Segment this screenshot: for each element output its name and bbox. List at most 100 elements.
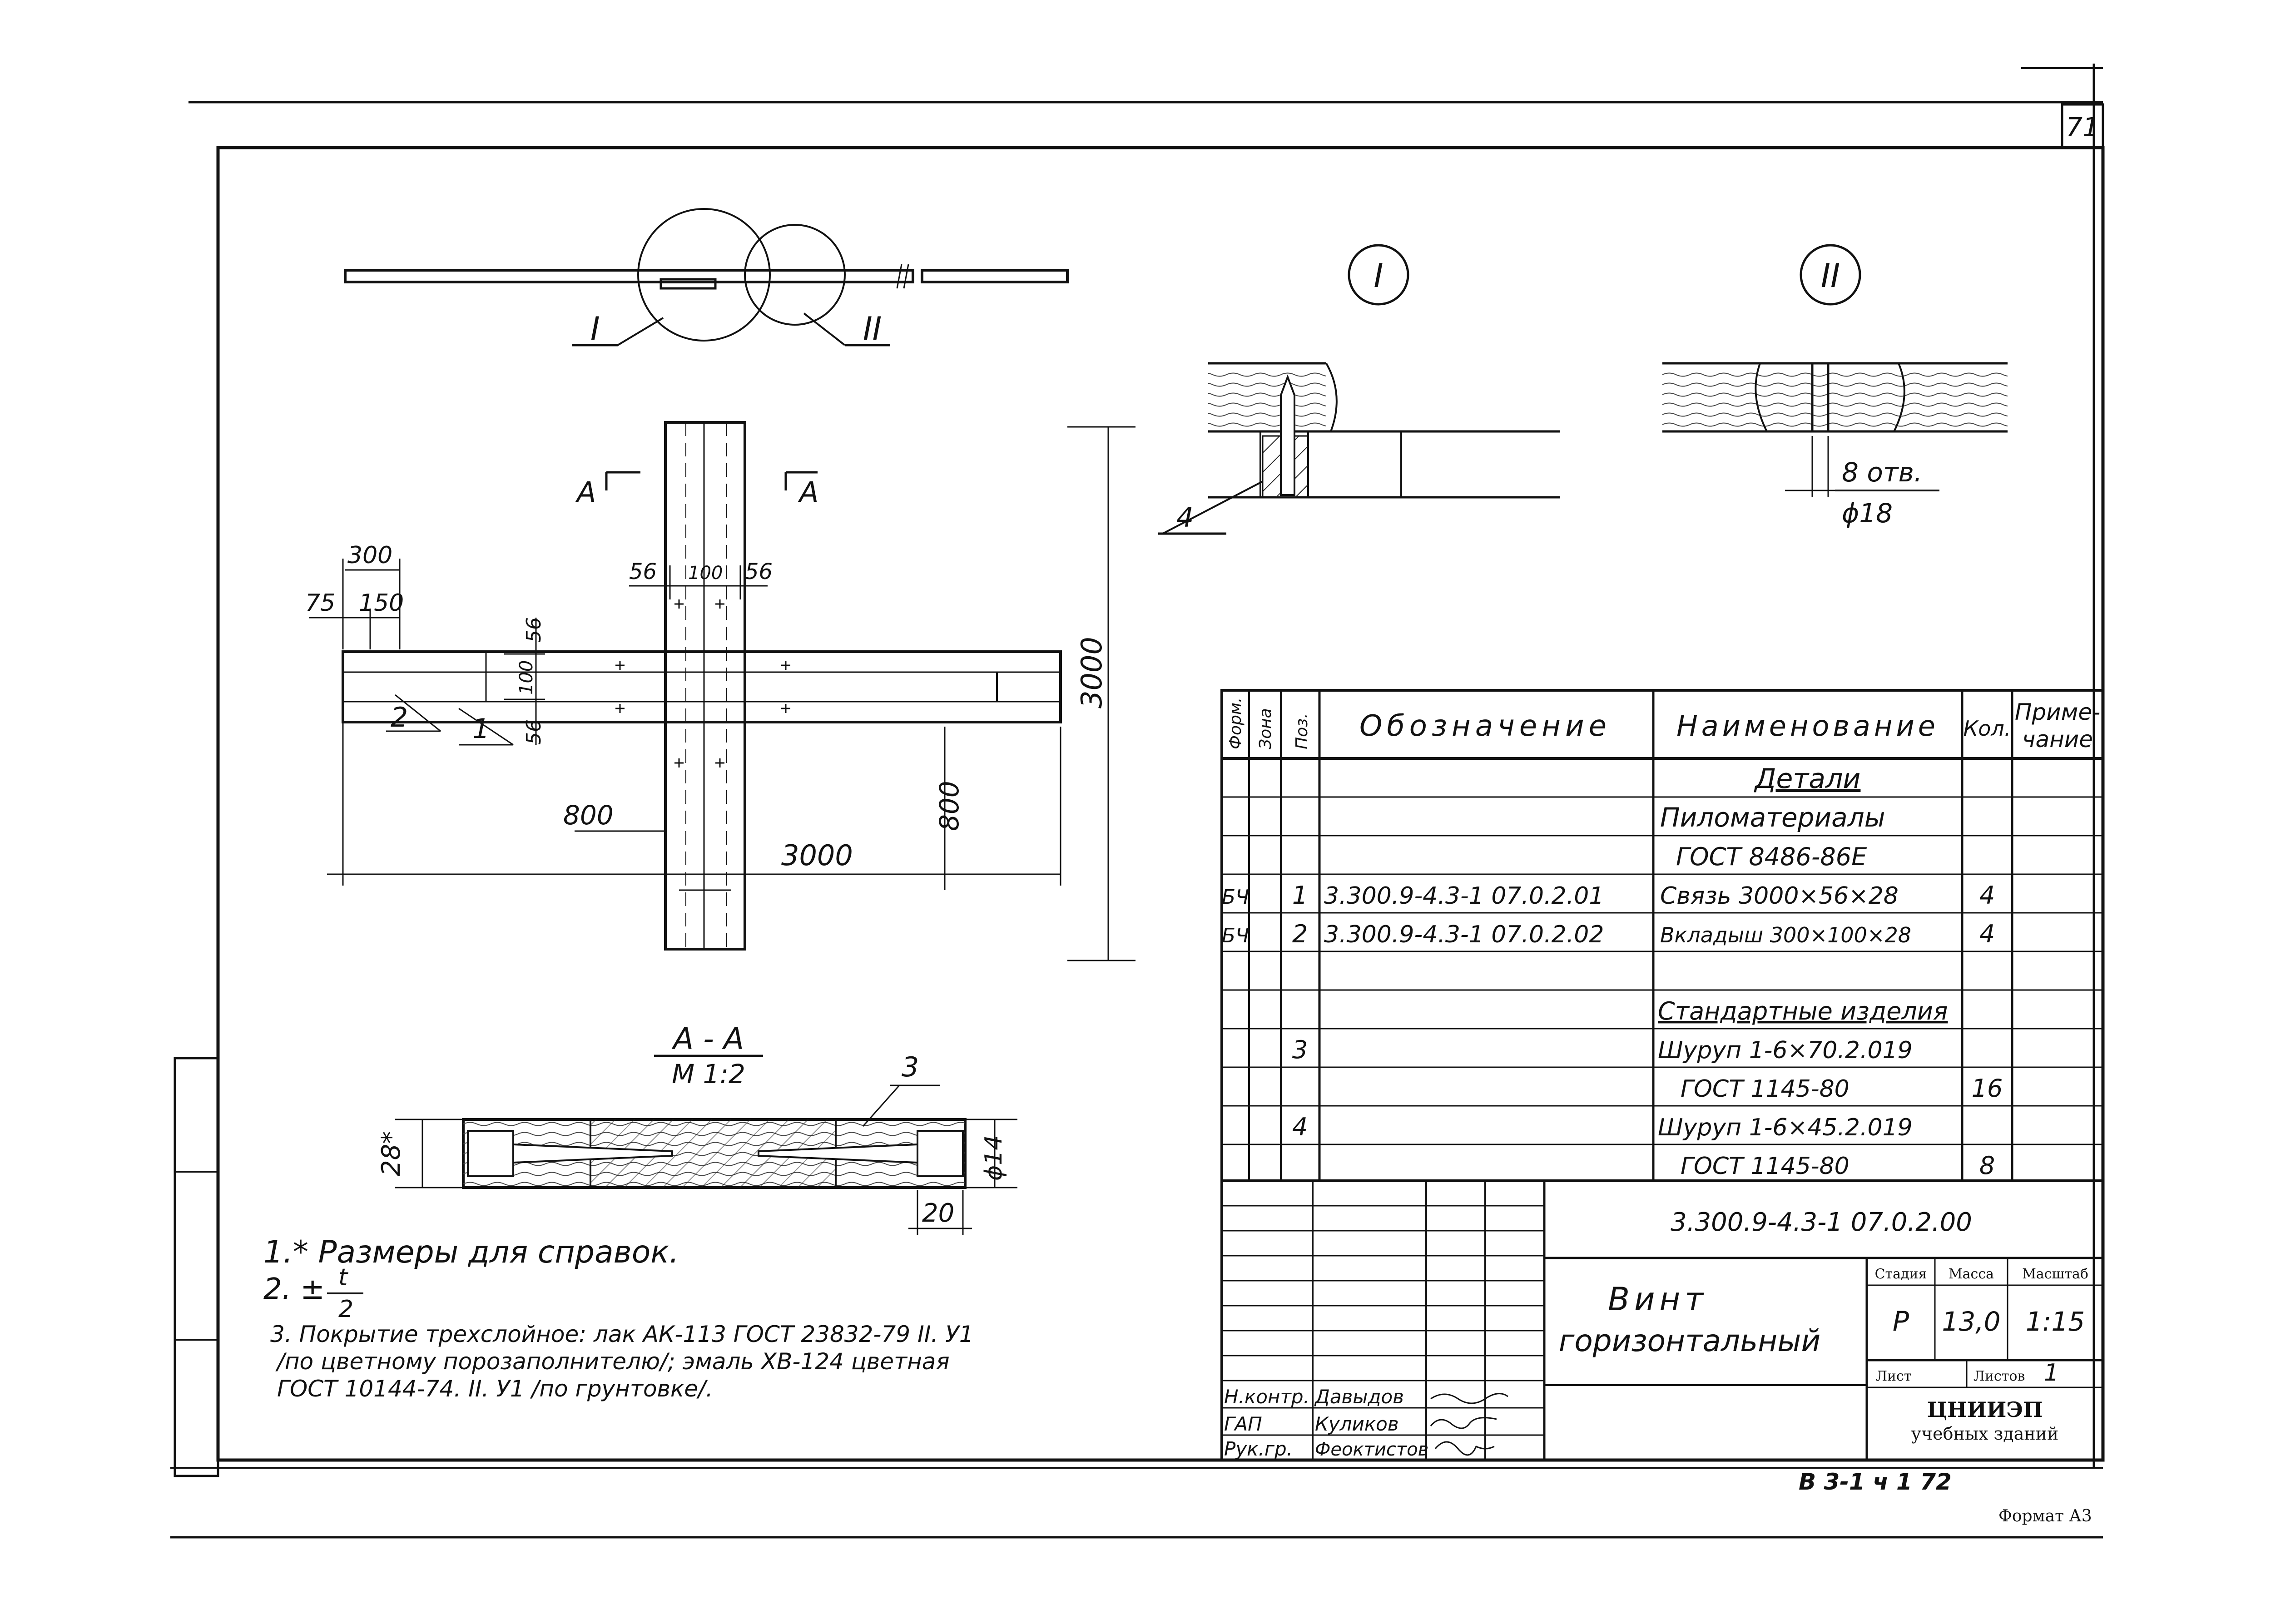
table-row: Детали (1754, 763, 1861, 795)
mass-label: Масса (1949, 1266, 1994, 1282)
row-name: Шуруп 1-6×45.2.019 (1658, 1114, 1913, 1141)
drawing-title-line-2: горизонтальный (1559, 1323, 1821, 1358)
table-row: ГОСТ 1145-80 8 (1681, 1151, 1995, 1180)
hole-count-label: 8 отв. (1842, 457, 1922, 488)
sheet-label: Лист (1876, 1368, 1911, 1384)
plan-view (309, 421, 1136, 961)
organization-line-1: ЦНИИЭП (1927, 1397, 2043, 1422)
pos-4-label: 4 (1176, 502, 1194, 534)
detail-ii (1662, 244, 2008, 497)
note-2-numerator: t (338, 1264, 348, 1291)
row-name: ГОСТ 8486-86Е (1676, 842, 1867, 871)
note-1: 1.* Размеры для справок. (263, 1234, 679, 1270)
row-name: Вкладыш 300×100×28 (1660, 923, 1911, 947)
row-name: Пиломатериалы (1660, 802, 1885, 833)
callout-ii-label: II (863, 310, 882, 347)
signer-role-1: Н.контр. (1224, 1386, 1309, 1408)
row-format: БЧ (1222, 924, 1249, 947)
dim-100-top: 100 (688, 563, 723, 584)
table-row: 4 Шуруп 1-6×45.2.019 (1292, 1113, 1913, 1141)
detail-i (1158, 244, 1560, 535)
dim-3000-horizontal: 3000 (781, 839, 853, 872)
row-pos: 2 (1292, 920, 1308, 948)
header-name: Наименование (1676, 709, 1939, 743)
dim-75: 75 (305, 589, 335, 617)
drawing-title-line-1: Винт (1608, 1281, 1708, 1318)
table-row: 3 Шуруп 1-6×70.2.019 (1292, 1035, 1913, 1064)
header-note-line-1: Приме- (2015, 699, 2100, 725)
row-qty: 16 (1972, 1074, 2003, 1103)
note-3-line-1: 3. Покрытие трехслойное: лак АК-113 ГОСТ… (270, 1321, 974, 1347)
row-qty: 4 (1979, 881, 1995, 910)
row-designation: 3.300.9-4.3-1 07.0.2.01 (1324, 882, 1604, 910)
table-row: ГОСТ 1145-80 16 (1681, 1074, 2003, 1103)
row-designation: 3.300.9-4.3-1 07.0.2.02 (1324, 921, 1604, 948)
dim-14: ϕ14 (980, 1135, 1007, 1181)
document-code: 3.300.9-4.3-1 07.0.2.00 (1671, 1208, 1972, 1237)
row-name: Стандартные изделия (1658, 997, 1948, 1025)
mass-value: 13,0 (1942, 1306, 2000, 1337)
dim-300: 300 (347, 542, 392, 569)
format-label: Формат А3 (1998, 1507, 2092, 1525)
header-qty: Кол. (1964, 716, 2011, 741)
row-name: Шуруп 1-6×70.2.019 (1658, 1037, 1913, 1064)
signer-name-1: Давыдов (1314, 1386, 1404, 1408)
organization-line-2: учебных зданий (1911, 1424, 2059, 1444)
signer-name-2: Куликов (1315, 1413, 1399, 1435)
header-format: Форм. (1226, 698, 1245, 749)
signature-marks (1430, 1393, 1508, 1456)
sheets-value: 1 (2044, 1359, 2059, 1386)
title-block-grid (1220, 1179, 2104, 1461)
top-side-view (344, 208, 1069, 347)
header-note-line-2: чание (2022, 726, 2093, 753)
row-pos: 4 (1292, 1113, 1308, 1141)
pos-2-label: 2 (391, 702, 408, 733)
pos-1-label: 1 (472, 713, 490, 745)
stage-label: Стадия (1875, 1266, 1927, 1282)
section-scale: М 1:2 (672, 1059, 745, 1089)
hole-diameter-label: ϕ18 (1842, 498, 1893, 529)
dim-100-side: 100 (516, 660, 537, 695)
section-mark-left: А (575, 475, 596, 509)
table-row: БЧ 1 3.300.9-4.3-1 07.0.2.01 Связь 3000×… (1222, 881, 1995, 910)
detail-i-title: I (1374, 257, 1383, 295)
dim-3000-vertical: 3000 (1075, 637, 1108, 708)
dim-56-top-right: 56 (745, 559, 773, 584)
scale-value: 1:15 (2026, 1306, 2085, 1337)
dim-20: 20 (922, 1198, 954, 1228)
signer-name-3: Феоктистов (1315, 1439, 1428, 1460)
section-a-a (395, 1084, 1017, 1235)
section-mark-right: А (798, 475, 818, 509)
dim-56-side-top: 56 (522, 617, 545, 643)
header-zone: Зона (1256, 708, 1275, 749)
dim-28: 28* (377, 1131, 406, 1176)
row-pos: 1 (1292, 881, 1308, 910)
dim-800-left: 800 (563, 800, 614, 831)
callout-i-label: I (590, 310, 600, 347)
row-format: БЧ (1222, 886, 1249, 909)
sheet-frame (170, 64, 2105, 1539)
note-3-line-3: ГОСТ 10144-74. II. У1 /по грунтовке/. (277, 1376, 713, 1402)
note-2-prefix: 2. ± (263, 1272, 325, 1306)
row-qty: 8 (1979, 1151, 1995, 1180)
note-2-denominator: 2 (338, 1296, 353, 1323)
row-qty: 4 (1979, 920, 1995, 948)
dim-800-right: 800 (934, 781, 965, 831)
signer-role-3: Рук.гр. (1224, 1438, 1293, 1460)
row-name: ГОСТ 1145-80 (1681, 1153, 1850, 1180)
row-pos: 3 (1292, 1035, 1308, 1064)
table-row: ГОСТ 8486-86Е (1676, 842, 1867, 871)
row-name: Детали (1754, 763, 1861, 795)
table-row: Пиломатериалы (1660, 802, 1885, 833)
dim-56-top-left: 56 (629, 559, 657, 584)
table-row: Стандартные изделия (1658, 997, 1948, 1025)
scale-label: Масштаб (2022, 1266, 2088, 1282)
dim-56-side-bottom: 56 (522, 719, 545, 745)
section-title: А - А (671, 1021, 744, 1056)
pos-3-label: 3 (902, 1051, 919, 1083)
dim-150: 150 (359, 589, 404, 617)
spec-table-rows: Детали Пиломатериалы ГОСТ 8486-86Е БЧ 1 … (1222, 763, 2003, 1180)
row-name: ГОСТ 1145-80 (1681, 1075, 1850, 1103)
